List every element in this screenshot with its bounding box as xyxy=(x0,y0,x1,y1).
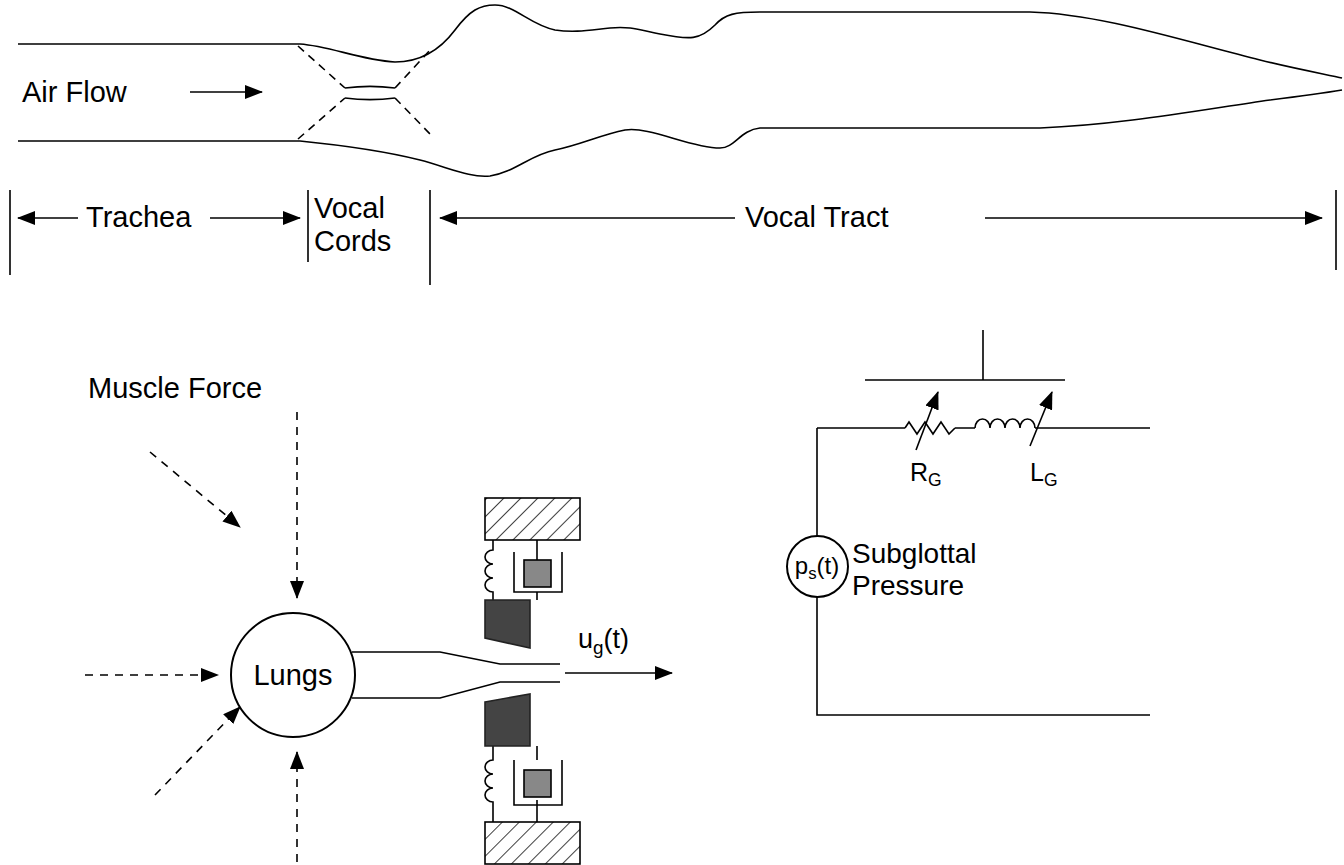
tract-lower-wall xyxy=(18,90,1342,176)
region-label: Trachea xyxy=(86,201,191,234)
span-arrow xyxy=(18,217,78,219)
fixed-wall xyxy=(485,822,580,864)
span-arrow xyxy=(210,217,300,219)
subscript: s xyxy=(808,564,816,583)
node-text: Lungs xyxy=(253,659,332,692)
subscript: G xyxy=(1044,470,1058,490)
flow-label: Air Flow xyxy=(22,76,127,109)
fixed-wall xyxy=(485,498,580,540)
section-ticks xyxy=(10,190,1336,285)
damper-piston xyxy=(524,560,551,587)
source-label: Subglottal Pressure xyxy=(852,538,1017,602)
flow-arrow xyxy=(565,672,672,674)
resistor-symbol xyxy=(905,422,955,434)
circuit-wire xyxy=(817,428,1150,715)
source-circle: ps(t) xyxy=(786,535,849,598)
variable-arrow xyxy=(1030,392,1052,446)
vocal-cord-dashes xyxy=(298,46,432,139)
spring xyxy=(485,746,493,822)
vocal-fold-mass xyxy=(485,694,530,746)
gang-bar xyxy=(865,330,1065,380)
vocal-cord-edge xyxy=(345,87,395,100)
air-flow-arrow xyxy=(190,91,262,93)
region-label: Vocal Tract xyxy=(745,201,888,234)
inductor-symbol xyxy=(975,419,1035,428)
variable-arrow xyxy=(916,392,938,450)
subscript: G xyxy=(928,470,942,490)
component-label: LG xyxy=(1030,458,1058,487)
damper xyxy=(514,540,562,600)
trachea-tube xyxy=(352,652,560,698)
subscript: g xyxy=(593,637,604,658)
span-arrow xyxy=(440,217,735,219)
damper xyxy=(514,746,562,822)
node-text: ps(t) xyxy=(795,552,839,580)
vocal-fold-mass xyxy=(485,600,530,648)
damper-piston xyxy=(524,770,551,797)
component-label: RG xyxy=(910,458,942,487)
tract-upper-wall xyxy=(18,5,1342,78)
spring xyxy=(485,540,493,600)
lungs-circle: Lungs xyxy=(230,612,356,738)
flow-symbol: ug(t) xyxy=(578,624,629,655)
region-label: Vocal Cords xyxy=(314,192,406,258)
span-arrow xyxy=(985,217,1322,219)
force-label: Muscle Force xyxy=(88,372,262,405)
